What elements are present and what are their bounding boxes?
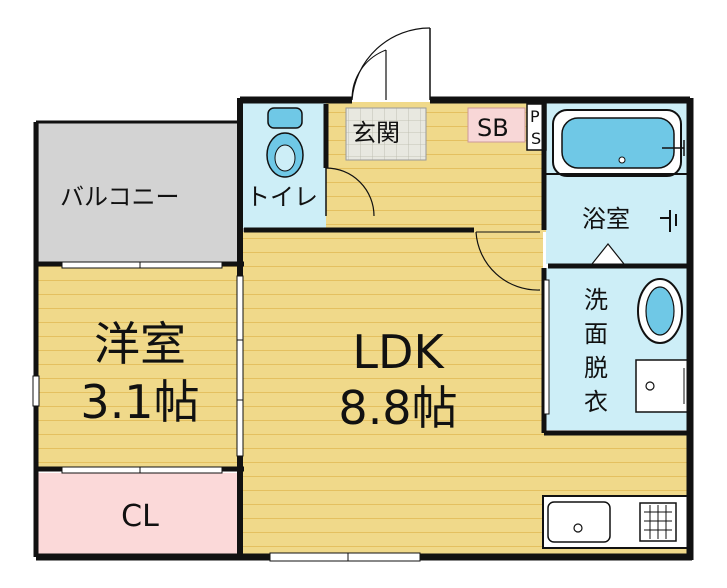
washroom-door	[475, 231, 541, 291]
shoe-box-label: SB	[477, 114, 509, 142]
entrance-door	[351, 27, 431, 101]
ldk-name: LDK	[352, 325, 445, 379]
ldk-size: 8.8帖	[338, 381, 457, 435]
walls	[33, 96, 694, 561]
washroom-label-1: 洗	[584, 286, 608, 314]
entrance-area	[345, 107, 427, 161]
closet-area	[38, 473, 243, 557]
western-room-name: 洋室	[94, 317, 186, 371]
toilet-door	[325, 167, 375, 217]
pipe-space-label-p: P	[530, 107, 540, 126]
shower-faucet-icon	[660, 210, 677, 232]
balcony-label: バルコニー	[60, 183, 180, 211]
entrance-label: 玄関	[352, 119, 400, 147]
western-room-size: 3.1帖	[80, 375, 199, 429]
bathroom-label: 浴室	[582, 205, 630, 233]
washroom-label-4: 衣	[584, 388, 608, 416]
balcony-area	[37, 121, 244, 265]
washroom-label-3: 脱	[584, 354, 608, 382]
pipe-space-label-s: S	[531, 129, 541, 148]
bathtub-icon	[552, 109, 685, 177]
kitchen-counter	[542, 495, 689, 549]
shoe-box	[467, 107, 526, 143]
toilet-icon	[266, 107, 304, 178]
wash-basin-icon	[637, 278, 683, 344]
windows	[32, 261, 550, 562]
washroom-label-2: 面	[584, 320, 608, 348]
closet-label: CL	[121, 499, 159, 534]
stove-icon	[639, 502, 677, 542]
toilet-label: トイレ	[246, 183, 318, 211]
western-room-area	[38, 266, 243, 469]
bathroom-door	[591, 243, 625, 265]
washing-machine-icon	[635, 359, 689, 413]
